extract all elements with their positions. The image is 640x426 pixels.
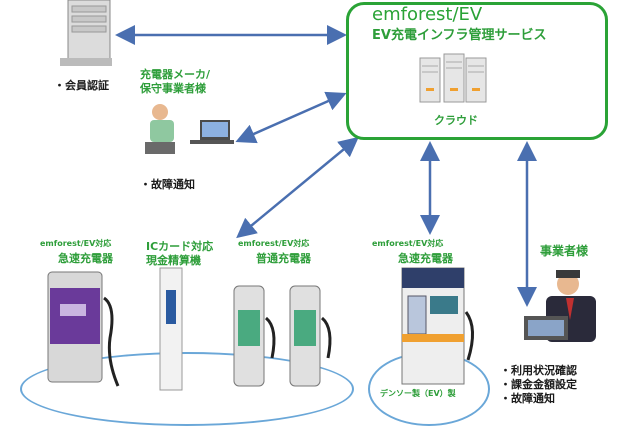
operator-item-2: ・課金金額設定: [500, 378, 577, 391]
tag-quick-mid: emforest/EV対応: [372, 239, 444, 248]
operator-item-1: ・利用状況確認: [500, 364, 577, 377]
member-auth-label: ・会員認証: [54, 79, 109, 92]
ic-card-label-1: ICカード対応: [146, 240, 214, 253]
arrow-maintenance-cloud: [235, 91, 347, 144]
maintenance-title-2: 保守事業者様: [140, 82, 206, 95]
tag-quick-left: emforest/EV対応: [40, 239, 112, 248]
connection-arrows: [115, 25, 537, 307]
left-station-equipment: [47, 267, 332, 391]
cloud-servers-icon: [419, 53, 487, 103]
cloud-subtitle: EV充電インフラ管理サービス: [372, 28, 547, 43]
tag-normal-left: emforest/EV対応: [238, 239, 310, 248]
quick-charger-label-left: 急速充電器: [58, 252, 113, 265]
mid-bottom-label: デンソー製（EV）製: [380, 389, 456, 398]
operator-person-icon: [524, 270, 596, 342]
auth-server-icon: [60, 0, 112, 66]
maintenance-note: ・故障通知: [140, 178, 195, 191]
operator-title: 事業者様: [540, 244, 589, 258]
maintenance-title-1: 充電器メーカ/: [140, 68, 211, 81]
quick-charger-label-mid: 急速充電器: [398, 252, 453, 265]
operator-item-3: ・故障通知: [500, 392, 555, 405]
cloud-server-label: クラウド: [434, 114, 478, 127]
arrow-station-cloud: [236, 136, 359, 239]
ic-card-label-2: 現金精算機: [146, 254, 201, 267]
normal-charger-label: 普通充電器: [256, 252, 311, 265]
maintenance-person-icon: [145, 104, 234, 154]
cloud-title: emforest/EV: [372, 4, 483, 25]
mid-station-equipment: [401, 267, 474, 385]
